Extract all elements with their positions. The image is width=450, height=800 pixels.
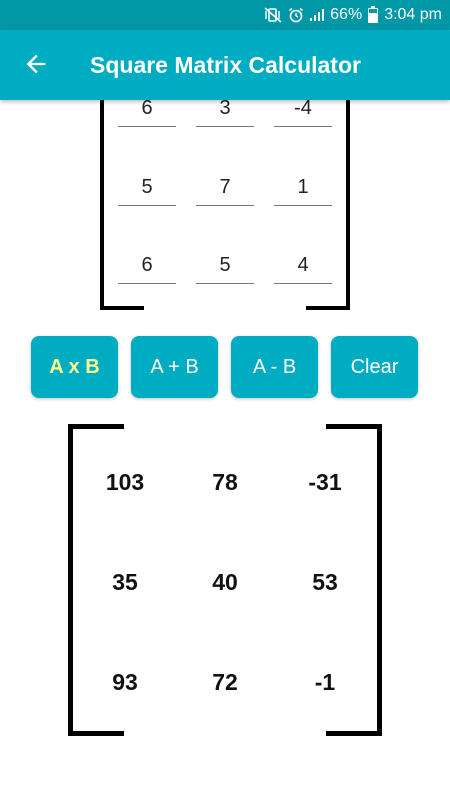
status-bar: 66% 3:04 pm (0, 0, 450, 30)
matrix-result-cell-r3c2: 72 (212, 669, 238, 695)
battery-icon (368, 5, 379, 23)
matrix-result-cell-r1c2: 78 (212, 469, 238, 495)
matrix-input (100, 80, 350, 310)
matrix-result-cell-r3c3: -1 (314, 669, 336, 695)
add-button[interactable]: A + B (131, 336, 218, 398)
matrix-result-cell-r2c3: 53 (312, 569, 338, 595)
matrix-result-cell-r1c1: 103 (105, 469, 145, 495)
arrow-back-icon[interactable] (22, 50, 50, 78)
app-bar: Square Matrix Calculator (0, 30, 450, 100)
matrix-input-cell-r3c3[interactable] (274, 247, 332, 284)
status-icons: 66% 3:04 pm (264, 0, 442, 30)
matrix-input-cell-r3c1[interactable] (118, 247, 176, 284)
status-time: 3:04 pm (384, 6, 442, 23)
matrix-result-bracket-left (68, 424, 124, 736)
matrix-result-cell-r2c2: 40 (212, 569, 238, 595)
matrix-result-cell-r1c3: -31 (308, 469, 342, 495)
multiply-button[interactable]: A x B (31, 336, 118, 398)
matrix-result-cell-r2c1: 35 (112, 569, 138, 595)
page-title: Square Matrix Calculator (90, 52, 361, 78)
matrix-result-bracket-right (326, 424, 382, 736)
clear-button[interactable]: Clear (331, 336, 418, 398)
signal-icon (310, 9, 325, 21)
matrix-result-cell-r3c1: 93 (112, 669, 138, 695)
matrix-input-cell-r3c2[interactable] (196, 247, 254, 284)
matrix-input-cell-r2c3[interactable] (274, 169, 332, 206)
mute-vibrate-icon (264, 7, 282, 23)
alarm-icon (289, 7, 304, 23)
matrix-result: 103 78 -31 35 40 53 93 72 -1 (68, 424, 382, 736)
matrix-input-bracket-left (100, 80, 144, 310)
battery-percent: 66% (330, 6, 363, 23)
subtract-button[interactable]: A - B (231, 336, 318, 398)
matrix-input-cell-r2c1[interactable] (118, 169, 176, 206)
matrix-input-bracket-right (306, 80, 350, 310)
matrix-input-cell-r2c2[interactable] (196, 169, 254, 206)
